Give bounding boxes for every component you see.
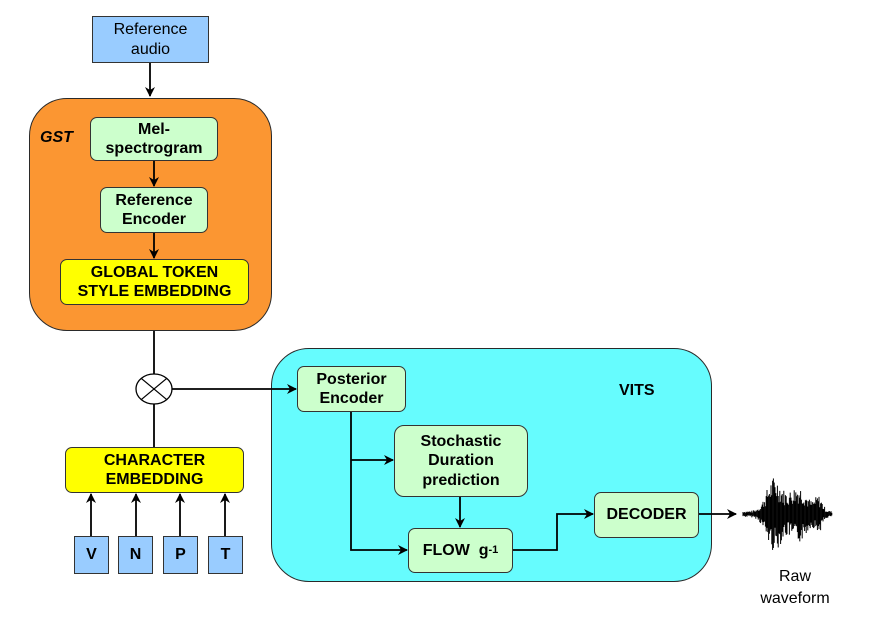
mel-spectrogram-box: Mel- spectrogram (90, 117, 218, 161)
char-embed-line2: EMBEDDING (105, 471, 204, 488)
mel-line1: Mel- (138, 120, 170, 138)
gst-label: GST (40, 129, 73, 146)
input-v-box: V (74, 536, 109, 574)
reference-audio-line2: audio (130, 40, 171, 58)
raw-waveform-label: Raw waveform (755, 566, 835, 609)
input-n-box: N (118, 536, 153, 574)
edge-posterior-flow (350, 411, 408, 555)
stochastic-line3: prediction (422, 471, 500, 489)
ref-encoder-line2: Encoder (121, 211, 186, 228)
posterior-line1: Posterior (316, 370, 387, 388)
ref-encoder-line1: Reference (115, 191, 193, 209)
character-embedding-box: CHARACTER EMBEDDING (65, 447, 244, 493)
stochastic-duration-box: Stochastic Duration prediction (394, 425, 528, 497)
reference-encoder-box: Reference Encoder (100, 187, 208, 233)
flow-box: FLOW g-1 (408, 528, 513, 573)
decoder-text: DECODER (606, 506, 687, 524)
reference-audio-line1: Reference (113, 21, 188, 39)
raw-line1: Raw (778, 568, 811, 585)
input-t-box: T (208, 536, 243, 574)
posterior-line2: Encoder (319, 390, 384, 407)
stochastic-line2: Duration (428, 452, 494, 470)
mel-line2: spectrogram (105, 140, 203, 157)
stochastic-line1: Stochastic (420, 433, 502, 451)
reference-audio-box: Reference audio (92, 16, 209, 63)
global-token-line2: STYLE EMBEDDING (77, 283, 232, 300)
global-token-line1: GLOBAL TOKEN (90, 263, 219, 281)
vits-label: VITS (619, 382, 655, 399)
decoder-box: DECODER (594, 492, 699, 538)
input-p-box: P (163, 536, 198, 574)
multiply-operator-icon (135, 373, 173, 405)
posterior-encoder-box: Posterior Encoder (297, 366, 406, 412)
edge-flow-decoder (513, 509, 594, 551)
waveform-icon (742, 478, 833, 550)
flow-superscript: -1 (488, 543, 499, 556)
flow-text: FLOW g (422, 541, 489, 559)
global-token-style-embedding-box: GLOBAL TOKEN STYLE EMBEDDING (60, 259, 249, 305)
raw-line2: waveform (760, 589, 830, 607)
char-embed-line1: CHARACTER (103, 451, 206, 469)
